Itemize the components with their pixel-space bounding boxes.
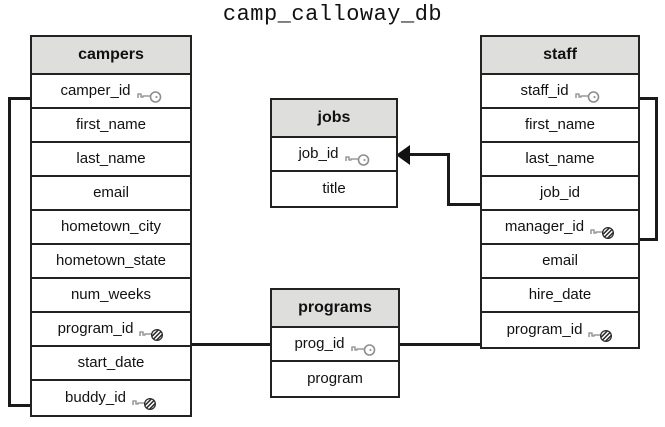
field-campers-num_weeks[interactable]: num_weeks [32, 279, 190, 313]
field-campers-camper_id[interactable]: camper_id [32, 75, 190, 109]
field-label: hire_date [528, 286, 592, 303]
line-buddy-to-left [8, 404, 34, 407]
table-jobs[interactable]: jobs job_id title [270, 98, 398, 208]
field-campers-start_date[interactable]: start_date [32, 347, 190, 381]
field-label: job_id [539, 184, 581, 201]
field-campers-first_name[interactable]: first_name [32, 109, 190, 143]
line-buddy-vertical [8, 97, 11, 407]
field-campers-email[interactable]: email [32, 177, 190, 211]
table-jobs-title: jobs [272, 100, 396, 138]
line-staff-jobid-vertical [447, 153, 450, 206]
line-jobs-jobid-in [410, 153, 450, 156]
field-label: last_name [76, 150, 146, 167]
field-label: prog_id [294, 335, 345, 352]
field-label: title [322, 180, 346, 197]
field-label: program [307, 370, 363, 387]
field-campers-buddy_id[interactable]: buddy_id [32, 381, 190, 415]
field-staff-email[interactable]: email [482, 245, 638, 279]
field-campers-hometown_state[interactable]: hometown_state [32, 245, 190, 279]
field-campers-last_name[interactable]: last_name [32, 143, 190, 177]
primary-key-icon [574, 84, 600, 103]
field-label: first_name [75, 116, 147, 133]
field-label: num_weeks [70, 286, 152, 303]
field-staff-job_id[interactable]: job_id [482, 177, 638, 211]
line-manager-to-staffid [632, 97, 658, 100]
field-staff-staff_id[interactable]: staff_id [482, 75, 638, 109]
field-label: last_name [525, 150, 595, 167]
table-campers-title: campers [32, 37, 190, 75]
field-programs-prog_id[interactable]: prog_id [272, 328, 398, 362]
field-staff-last_name[interactable]: last_name [482, 143, 638, 177]
field-label: email [93, 184, 129, 201]
foreign-key-icon [138, 322, 164, 342]
primary-key-icon [344, 147, 370, 166]
field-label: job_id [298, 145, 339, 162]
table-programs-title: programs [272, 290, 398, 328]
field-staff-manager_id[interactable]: manager_id [482, 211, 638, 245]
field-programs-program[interactable]: program [272, 362, 398, 396]
field-label: program_id [57, 320, 134, 337]
field-label: buddy_id [65, 389, 126, 406]
field-label: hometown_state [55, 252, 167, 269]
primary-key-icon [350, 337, 376, 356]
field-jobs-title[interactable]: title [272, 172, 396, 206]
field-label: first_name [524, 116, 596, 133]
foreign-key-icon [587, 323, 613, 343]
field-label: hometown_city [60, 218, 162, 235]
field-label: staff_id [520, 82, 569, 99]
table-programs[interactable]: programs prog_id program [270, 288, 400, 398]
field-label: email [542, 252, 578, 269]
field-label: start_date [77, 354, 145, 371]
field-jobs-job_id[interactable]: job_id [272, 138, 396, 172]
line-manager-vertical [655, 97, 658, 241]
table-campers[interactable]: campers camper_id first_name last_name e… [30, 35, 192, 417]
field-label: manager_id [504, 218, 585, 235]
line-buddy-to-camperid [8, 97, 34, 100]
table-staff-title: staff [482, 37, 638, 75]
line-staff-program [398, 343, 482, 346]
field-campers-program_id[interactable]: program_id [32, 313, 190, 347]
line-staff-jobid-out [447, 203, 483, 206]
field-staff-program_id[interactable]: program_id [482, 313, 638, 347]
table-staff[interactable]: staff staff_id first_name last_name job_… [480, 35, 640, 349]
foreign-key-icon [131, 391, 157, 411]
page-title: camp_calloway_db [222, 2, 443, 27]
field-label: program_id [506, 321, 583, 338]
field-label: camper_id [60, 82, 131, 99]
arrowhead-staff-to-jobs [396, 145, 410, 165]
line-campers-program [190, 343, 272, 346]
field-staff-first_name[interactable]: first_name [482, 109, 638, 143]
primary-key-icon [136, 84, 162, 103]
field-staff-hire_date[interactable]: hire_date [482, 279, 638, 313]
foreign-key-icon [589, 220, 615, 240]
field-campers-hometown_city[interactable]: hometown_city [32, 211, 190, 245]
